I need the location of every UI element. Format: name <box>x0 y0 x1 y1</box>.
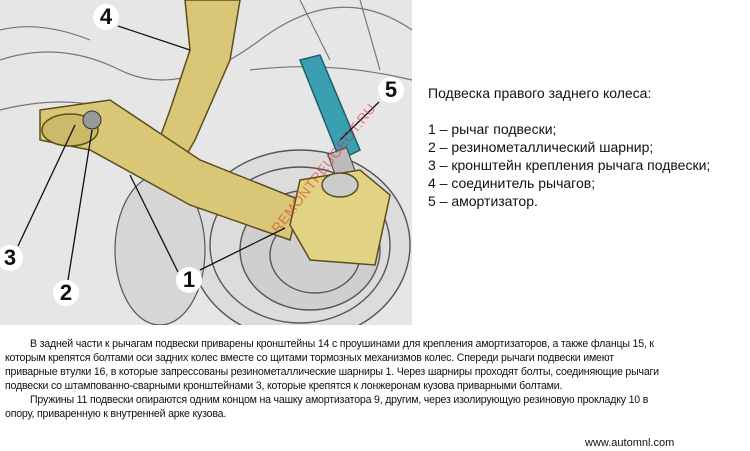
callout-2: 2 <box>53 280 79 306</box>
suspension-arm <box>39 0 391 266</box>
caption-title: Подвеска правого заднего колеса: <box>428 85 652 101</box>
paragraph: В задней части к рычагам подвески привар… <box>5 338 659 392</box>
legend-item: 4 – соединитель рычагов; <box>428 175 596 191</box>
site-url: www.automnl.com <box>585 437 675 449</box>
callout-4: 4 <box>93 4 119 30</box>
legend-item: 1 – рычаг подвески; <box>428 121 557 137</box>
legend-caption: Подвеска правого заднего колеса: 1 – рыч… <box>428 84 710 210</box>
suspension-illustration: 4 5 3 2 1 <box>0 0 413 341</box>
legend-item: 2 – резинометаллический шарнир; <box>428 139 654 155</box>
callout-5: 5 <box>378 77 404 103</box>
legend-item: 5 – амортизатор. <box>428 193 538 209</box>
callout-1: 1 <box>176 267 202 293</box>
suspension-drawing <box>0 0 413 341</box>
legend-item: 3 – кронштейн крепления рычага подвески; <box>428 157 711 173</box>
paragraph: Пружины 11 подвески опираются одним конц… <box>5 394 649 420</box>
callout-3: 3 <box>0 245 23 271</box>
description-text: В задней части к рычагам подвески привар… <box>5 337 665 421</box>
